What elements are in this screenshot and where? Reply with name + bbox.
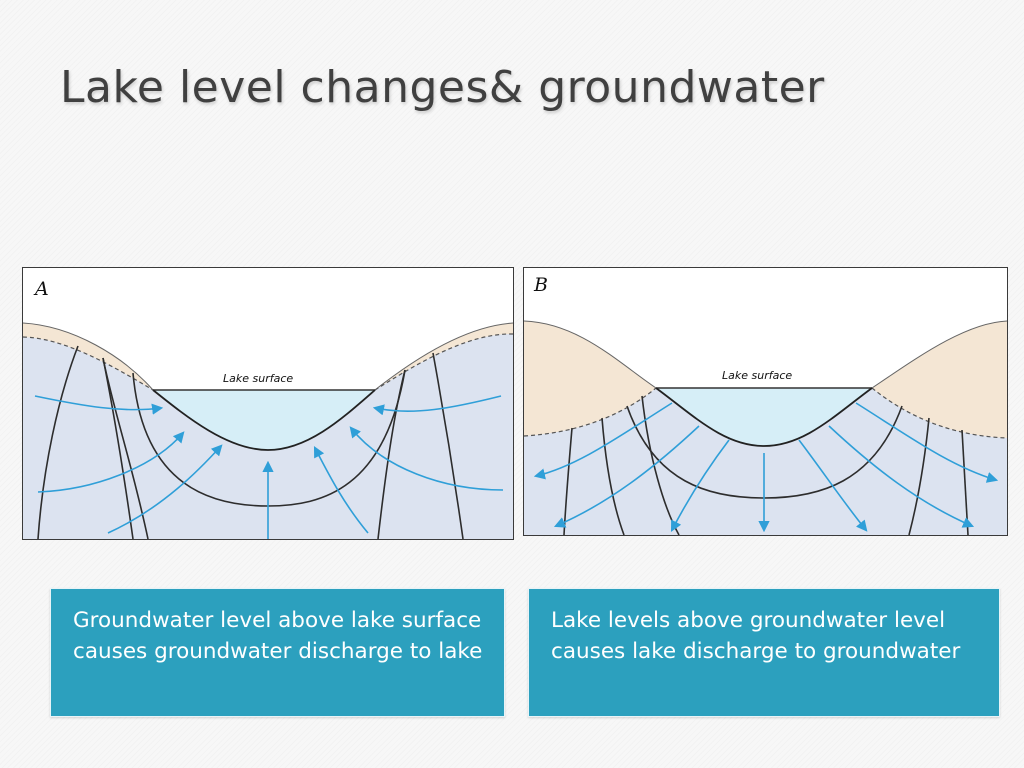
lake-bed [152, 389, 376, 451]
water-table-right [871, 387, 1007, 439]
land-surface-right [871, 320, 1007, 389]
panel-letter-b: B [533, 274, 548, 296]
diagram-panel-b: B Lake surface [523, 267, 1008, 536]
lake-water [153, 390, 375, 450]
caption-a-text: Groundwater level above lake surface cau… [73, 608, 483, 664]
lake-water [656, 388, 872, 446]
diagram-a-svg: A Lake surface [23, 278, 513, 539]
panel-letter-a: A [33, 278, 49, 300]
equipotential-line [37, 345, 79, 539]
flow-arrow [34, 395, 164, 415]
flow-arrow [828, 425, 975, 528]
lake-bed [655, 387, 873, 447]
diagram-b-svg: B Lake surface [524, 274, 1007, 535]
caption-box-b: Lake levels above groundwater level caus… [528, 588, 1000, 717]
unsaturated-zone-right [872, 321, 1007, 438]
lake-surface-label-a: Lake surface [223, 372, 293, 385]
equipotential-line [601, 417, 625, 535]
flow-arrow [349, 426, 504, 491]
unsaturated-zone-left [23, 323, 153, 390]
flow-arrow [855, 402, 999, 483]
diagram-panel-a: A Lake surface [22, 267, 514, 540]
flow-arrow [313, 446, 369, 534]
flow-arrow [533, 402, 673, 480]
lake-surface-label-b: Lake surface [722, 369, 792, 382]
saturated-zone [524, 388, 1007, 535]
unsaturated-zone-right [375, 323, 513, 390]
unsaturated-zone-left [524, 321, 656, 436]
flow-arrow [670, 439, 730, 532]
land-surface-right [374, 322, 513, 391]
flow-arrow [798, 439, 868, 532]
flow-arrow [553, 425, 700, 528]
flow-arrow [107, 444, 223, 534]
flow-arrow [37, 431, 185, 493]
equipotential-line [432, 352, 464, 539]
land-surface-left [524, 320, 657, 389]
slide-title: Lake level changes& groundwater [60, 62, 825, 113]
caption-box-a: Groundwater level above lake surface cau… [50, 588, 505, 717]
caption-b-text: Lake levels above groundwater level caus… [551, 608, 961, 664]
water-table-right [374, 333, 513, 391]
land-surface-left [23, 322, 154, 391]
water-table-left [23, 336, 154, 391]
flow-arrow [372, 395, 502, 416]
equipotential-line [908, 417, 930, 535]
